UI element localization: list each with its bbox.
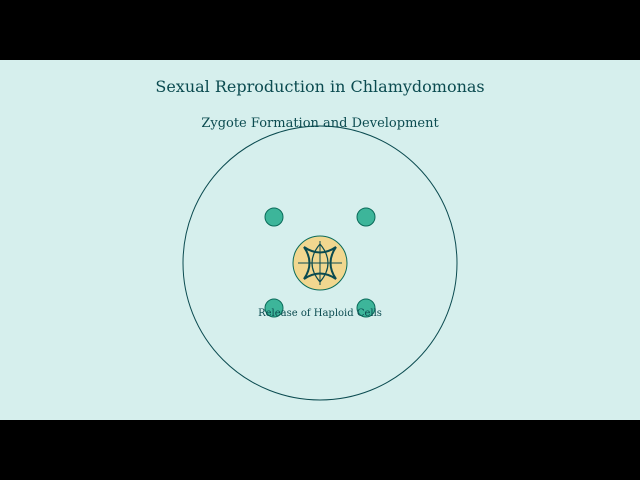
zygote-nucleus-pattern [303, 246, 337, 280]
haploid-cell-bottom-right [356, 298, 376, 318]
diagram-svg: Sexual Reproduction in Chlamydomonas Zyg… [155, 77, 485, 401]
haploid-cell-bottom-left [264, 298, 284, 318]
diagram-canvas: Sexual Reproduction in Chlamydomonas Zyg… [0, 60, 640, 420]
letterbox-top [0, 0, 640, 60]
zygote [292, 235, 348, 291]
diagram-subtitle: Zygote Formation and Development [201, 116, 439, 131]
haploid-cell-top-left [264, 207, 284, 227]
zygote-inner-pattern [311, 243, 329, 283]
haploid-cell-top-right [356, 207, 376, 227]
diagram-title: Sexual Reproduction in Chlamydomonas [155, 77, 484, 96]
cell-wall-outline [182, 125, 458, 401]
letterbox-bottom [0, 420, 640, 480]
zygote-label: Release of Haploid Cells [258, 308, 382, 319]
